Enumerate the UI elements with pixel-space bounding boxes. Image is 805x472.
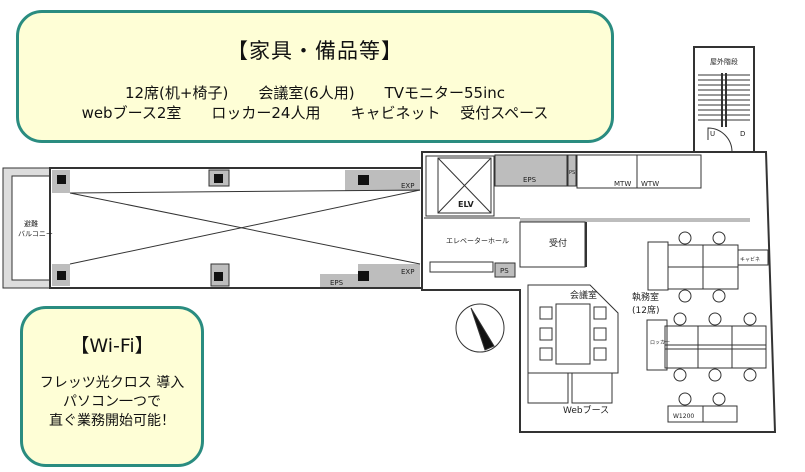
- mtw-label: MTW: [614, 180, 631, 188]
- furniture-title: 【家具・備品等】: [227, 39, 403, 63]
- stairs-down-label: D: [740, 130, 745, 138]
- wifi-line-2: パソコン一つで: [63, 394, 161, 410]
- office-seats-label: (12席): [632, 304, 659, 316]
- wifi-line-1: フレッツ光クロス 導入: [39, 375, 185, 391]
- elevator-hall-label: エレベーターホール: [446, 236, 509, 245]
- balcony-label-1: 避難: [24, 219, 38, 228]
- outdoor-stairs: [693, 46, 755, 154]
- reception-label: 受付: [549, 237, 567, 249]
- ps-label-bottom: PS: [500, 267, 509, 275]
- meeting-table: [539, 303, 607, 365]
- locker-label: ロッカー: [650, 340, 670, 346]
- wifi-title: 【Wi-Fi】: [70, 335, 154, 357]
- left-wing: [2, 167, 423, 289]
- wifi-line-3: 直ぐ業務開始可能！: [49, 413, 175, 429]
- outdoor-stairs-label: 屋外階段: [710, 57, 738, 66]
- wtw-label: WTW: [641, 180, 659, 188]
- exp-label-bottom: EXP: [401, 268, 414, 276]
- furniture-line-1: 12席(机+椅子) 会議室(6人用) TVモニター55inc: [124, 84, 506, 102]
- balcony-label-2: バルコニー: [18, 230, 53, 238]
- meeting-room-label: 会議室: [570, 289, 597, 301]
- office-room-label: 執務室: [632, 291, 659, 303]
- office-desks: [646, 231, 769, 423]
- core-area: [421, 151, 777, 433]
- web-booth-label: Webブース: [563, 404, 609, 416]
- elevator-label: ELV: [458, 200, 474, 209]
- desk-w1200-label: W1200: [673, 413, 694, 420]
- cabinet-label: キャビネ: [740, 256, 760, 263]
- eps-label-left: EPS: [330, 279, 344, 287]
- ps-label-top: PS: [569, 170, 575, 176]
- eps-label-core: EPS: [523, 176, 537, 184]
- furniture-info-box: 【家具・備品等】 12席(机+椅子) 会議室(6人用) TVモニター55inc …: [16, 10, 614, 143]
- exp-label-top: EXP: [401, 182, 414, 190]
- wifi-info-box: 【Wi-Fi】 フレッツ光クロス 導入 パソコン一つで 直ぐ業務開始可能！: [20, 306, 204, 467]
- furniture-line-2: webブース2室 ロッカー24人用 キャビネット 受付スペース: [81, 104, 549, 122]
- stairs-up-label: U: [710, 130, 715, 138]
- compass-icon: [455, 303, 505, 353]
